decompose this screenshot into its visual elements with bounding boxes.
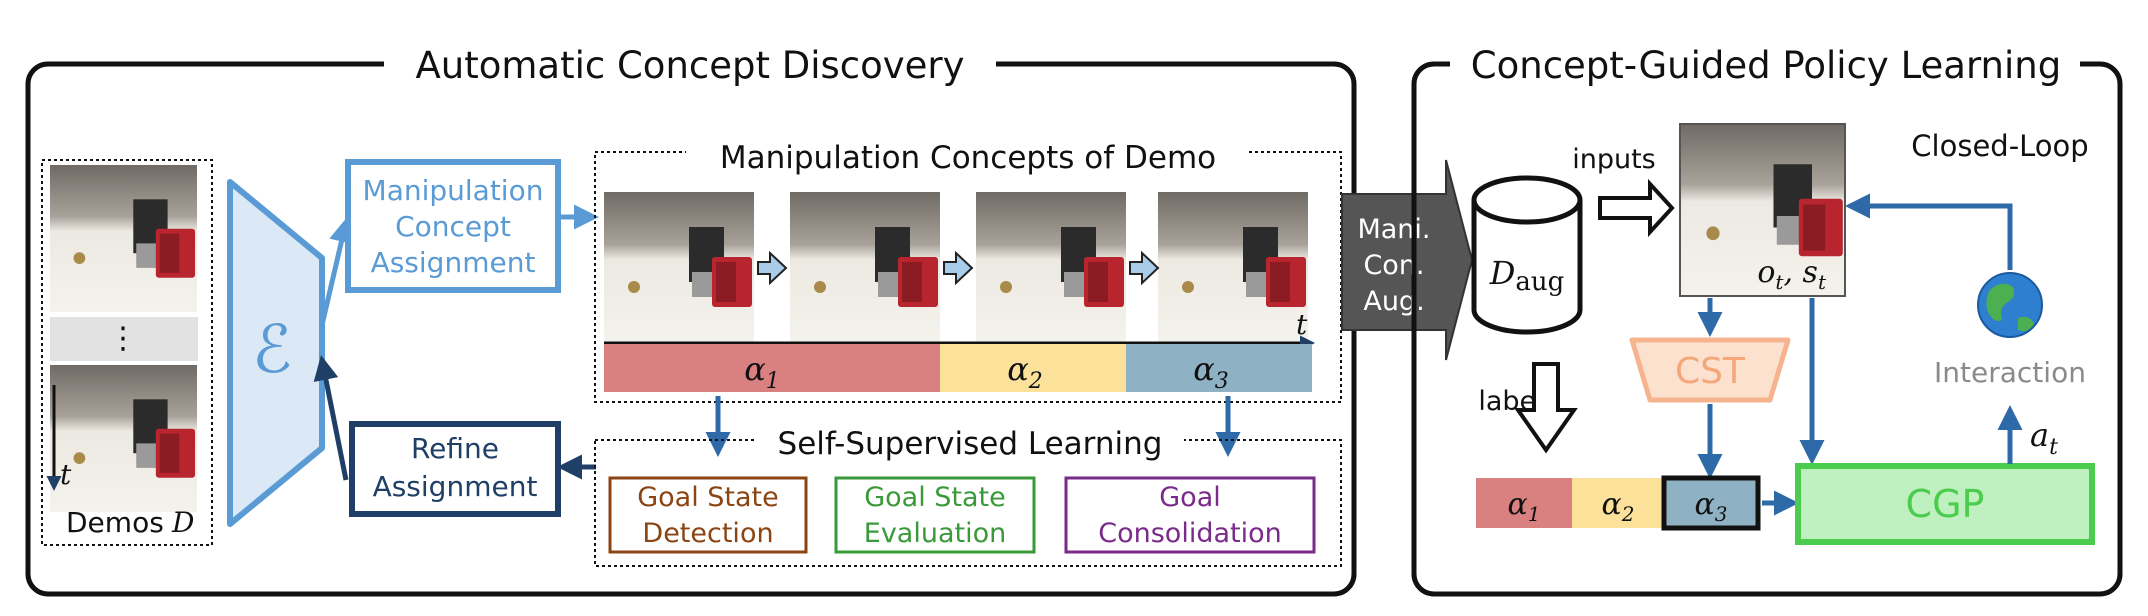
labels-arrow	[1514, 362, 1578, 454]
goal-state-detection-box	[608, 476, 808, 554]
goal-consolidation-line-2: Consolidation	[1098, 518, 1281, 549]
goal-detection-line-1: Goal State	[637, 482, 779, 513]
concept-frame-2	[790, 192, 940, 342]
cst-block: CST	[1629, 337, 1791, 403]
action-label: at	[2030, 416, 2058, 460]
left-panel: Automatic Concept Discovery	[25, 44, 1357, 597]
observation-image: ot, st	[1679, 123, 1846, 297]
demos-ellipsis: ⋮	[108, 321, 138, 356]
segment-alpha-2	[940, 344, 1126, 392]
demo-image-bottom	[50, 365, 197, 512]
observation-label: ot, st	[1757, 255, 1827, 294]
left-panel-title: Automatic Concept Discovery	[415, 44, 964, 87]
demo-image-top	[50, 165, 197, 312]
concepts-box: Manipulation Concepts of Demo t α1 α2 α3	[594, 136, 1342, 403]
cgp-label: CGP	[1906, 482, 1985, 526]
augmentation-line-1: Mani.	[1357, 214, 1430, 245]
concepts-box-title: Manipulation Concepts of Demo	[720, 140, 1216, 176]
closed-loop-label: Closed-Loop	[1911, 129, 2088, 163]
concept-frame-4	[1158, 192, 1308, 342]
demos-label-symbol: D	[171, 506, 194, 539]
right-panel: Concept-Guided Policy Learning	[1411, 44, 2123, 597]
goal-detection-line-2: Detection	[642, 518, 773, 549]
right-panel-title: Concept-Guided Policy Learning	[1471, 44, 2061, 87]
segment-label-3: α3	[1193, 350, 1229, 394]
goal-state-evaluation-box	[834, 476, 1036, 554]
inputs-arrow	[1598, 178, 1675, 238]
alpha-sequence: α1 α2 α3	[1476, 475, 1761, 531]
refine-assignment-box: Refine Assignment	[349, 421, 561, 517]
goal-consolidation-line-1: Goal	[1159, 482, 1221, 513]
arrow-refine-to-encoder	[313, 355, 349, 481]
manipulation-assignment-box: Manipulation Concept Assignment	[345, 159, 561, 293]
goal-evaluation-line-1: Goal State	[864, 482, 1006, 513]
demos-label: Demos	[66, 506, 164, 539]
dataset-cylinder: Daug	[1471, 175, 1583, 335]
concepts-time-label: t	[1296, 308, 1308, 341]
segment-alpha-1	[604, 344, 940, 392]
arrow-encoder-to-assignment	[319, 217, 354, 326]
cst-label: CST	[1675, 351, 1746, 392]
concept-frame-1	[604, 192, 754, 342]
encoder: ℰ	[227, 179, 325, 527]
frame-arrow-3	[1129, 250, 1160, 286]
assignment-line-2: Concept	[395, 210, 511, 243]
ssl-box: Self-Supervised Learning Goal State Dete…	[594, 424, 1342, 567]
sequence-label-3: α3	[1695, 487, 1728, 526]
refine-line-2: Assignment	[373, 470, 538, 503]
inputs-label: inputs	[1572, 144, 1656, 175]
sequence-alpha-3	[1661, 475, 1761, 531]
assignment-line-1: Manipulation	[363, 174, 544, 207]
refine-line-1: Refine	[411, 432, 499, 465]
dataset-label: Daug	[1489, 254, 1565, 297]
frame-arrow-2	[943, 250, 974, 286]
goal-evaluation-line-2: Evaluation	[864, 518, 1006, 549]
interaction-label: Interaction	[1934, 356, 2086, 389]
concept-frame-3	[976, 192, 1126, 342]
segment-label-1: α1	[744, 350, 780, 394]
goal-consolidation-box	[1064, 476, 1316, 554]
cgp-block: CGP	[1795, 463, 2095, 545]
globe-icon	[1977, 272, 2043, 338]
frame-arrow-1	[757, 250, 788, 286]
sequence-label-2: α2	[1602, 487, 1635, 526]
ssl-box-title: Self-Supervised Learning	[778, 426, 1163, 462]
segment-alpha-3	[1126, 344, 1312, 392]
sequence-alpha-1	[1476, 478, 1572, 528]
assignment-line-3: Assignment	[371, 246, 536, 279]
encoder-symbol: ℰ	[252, 311, 292, 388]
augmentation-arrow: Mani. Con. Aug.	[1341, 159, 1474, 361]
segment-label-2: α2	[1007, 350, 1043, 394]
demos-group: ⋮ t Demos D	[41, 159, 213, 546]
arrow-globe-to-observation	[1845, 193, 2013, 270]
sequence-label-1: α1	[1508, 487, 1541, 526]
demos-time-label: t	[60, 458, 72, 491]
sequence-alpha-2	[1572, 478, 1664, 528]
